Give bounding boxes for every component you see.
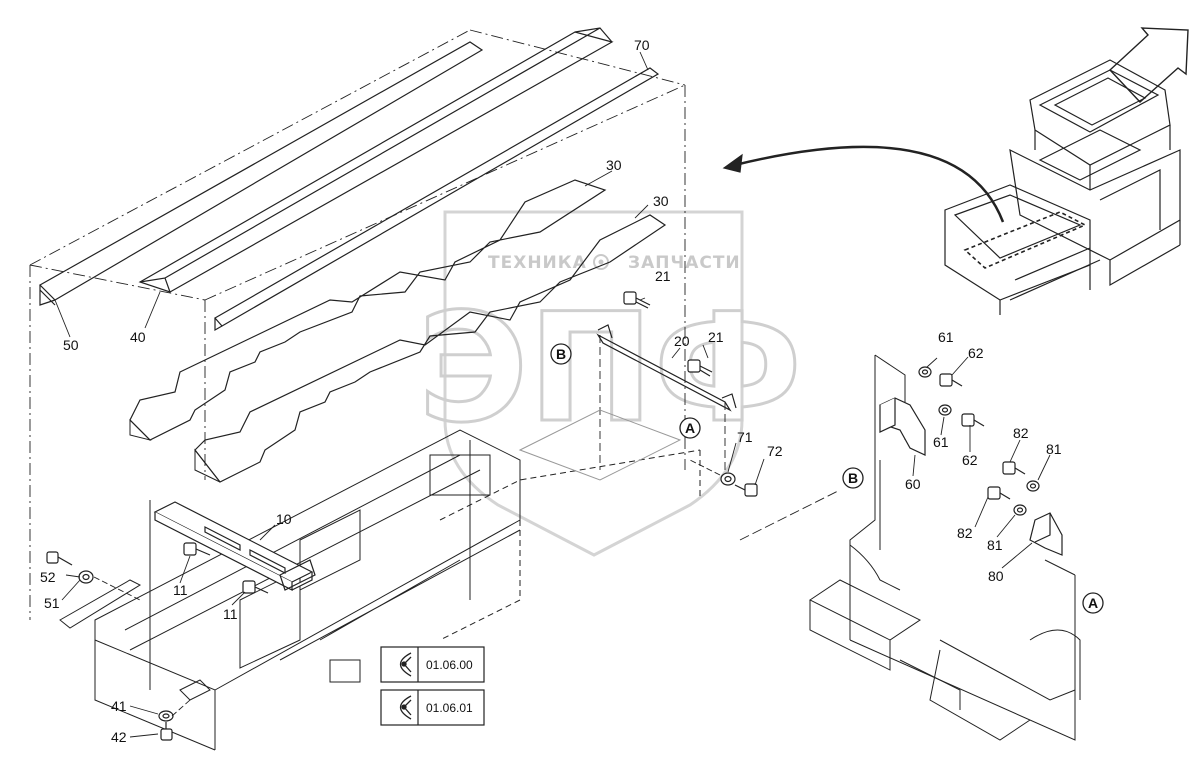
watermark-gear-icon (593, 254, 609, 270)
washer-81-upper (1026, 480, 1040, 492)
watermark-text-left: ТЕХНИКА (488, 253, 587, 273)
callout-62-upper: 62 (968, 345, 984, 361)
callout-61-upper: 61 (938, 329, 954, 345)
callout-80: 80 (988, 568, 1004, 584)
rail-50 (39, 41, 484, 301)
callout-11-upper: 11 (173, 582, 188, 598)
callout-41: 41 (111, 698, 127, 714)
bar-20 (596, 333, 732, 412)
bolt-52 (46, 551, 73, 566)
bolt-62-upper (939, 373, 963, 387)
curved-pointer-arrow-icon (734, 145, 1005, 223)
rails-group (29, 27, 686, 620)
callout-81-lower: 81 (987, 537, 1003, 553)
view-reference-2[interactable]: 01.06.01 (380, 689, 485, 726)
callout-51: 51 (44, 595, 60, 611)
callout-21-lower: 21 (708, 329, 724, 345)
washer-61-upper (918, 366, 932, 378)
washer-41 (158, 710, 174, 722)
callout-20: 20 (674, 333, 690, 349)
bracket-80 (1029, 512, 1063, 556)
bolt-82-lower (987, 486, 1011, 500)
watermark: ТЕХНИКА ЗАПЧАСТИ ЭПФ (417, 210, 804, 557)
callout-82-lower: 82 (957, 525, 973, 541)
marker-b-right: B (842, 467, 864, 489)
view-reference-1-label: 01.06.00 (426, 658, 473, 672)
frame-right (739, 354, 1081, 741)
watermark-text-right: ЗАПЧАСТИ (628, 253, 741, 273)
bolt-62-lower (961, 413, 985, 427)
rail-70 (214, 67, 660, 327)
callout-60: 60 (905, 476, 921, 492)
callout-52: 52 (40, 569, 56, 585)
callout-62-lower: 62 (962, 452, 978, 468)
view-reference-2-label: 01.06.01 (426, 701, 473, 715)
fasteners-71-72 (689, 459, 758, 497)
machine-overview (722, 27, 1189, 315)
callout-21-upper: 21 (655, 268, 671, 284)
bolt-11-lower (242, 580, 269, 594)
highlight-area (963, 211, 1087, 269)
view-reference-1[interactable]: 01.06.00 (380, 646, 485, 683)
fasteners-left (46, 542, 269, 741)
eye-view-icon (399, 695, 412, 720)
washer-61-lower (938, 404, 952, 416)
callout-70: 70 (634, 37, 650, 53)
part-10 (153, 501, 316, 591)
svg-text:A: A (1088, 595, 1098, 611)
washer-51 (78, 570, 94, 584)
plate-30-upper (129, 179, 607, 441)
bolt-21-upper (623, 291, 651, 309)
callout-82-upper: 82 (1013, 425, 1029, 441)
fasteners-right (918, 366, 1040, 516)
bolt-72 (734, 483, 758, 497)
bolt-42 (160, 722, 173, 741)
watermark-shield (443, 210, 744, 557)
washer-71 (720, 472, 736, 486)
callout-11-lower: 11 (223, 606, 238, 622)
callout-30-lower: 30 (653, 193, 669, 209)
svg-text:B: B (848, 470, 858, 486)
circle-markers: B A B A (550, 343, 1104, 614)
svg-text:A: A (685, 420, 695, 436)
bolt-11-upper (183, 542, 211, 556)
plate-30-lower (194, 214, 667, 483)
bolt-21-lower (687, 359, 713, 377)
plates-30 (129, 179, 667, 483)
eye-view-icon (399, 652, 412, 677)
svg-text:B: B (556, 346, 566, 362)
leader-lines (54, 51, 1051, 738)
marker-a-mid: A (679, 417, 701, 439)
view-direction-arrow-icon (1109, 27, 1189, 103)
marker-b-left: B (550, 343, 572, 365)
callout-50: 50 (63, 337, 79, 353)
callout-30-upper: 30 (606, 157, 622, 173)
callout-10: 10 (276, 511, 292, 527)
callout-40: 40 (130, 329, 146, 345)
frame-left (59, 409, 701, 751)
bar-20-assembly (596, 291, 737, 470)
callout-42: 42 (111, 729, 127, 745)
bolt-82-upper (1002, 461, 1026, 475)
callout-71: 71 (737, 429, 753, 445)
callout-81-upper: 81 (1046, 441, 1062, 457)
bracket-60 (879, 397, 926, 456)
callout-61-lower: 61 (933, 434, 949, 450)
callout-labels: 50 40 70 30 30 21 20 21 71 72 10 11 11 5… (40, 37, 1062, 745)
washer-81-lower (1013, 504, 1027, 516)
watermark-logo-text: ЭПФ (418, 282, 802, 456)
marker-a-right: A (1082, 592, 1104, 614)
callout-72: 72 (767, 443, 783, 459)
